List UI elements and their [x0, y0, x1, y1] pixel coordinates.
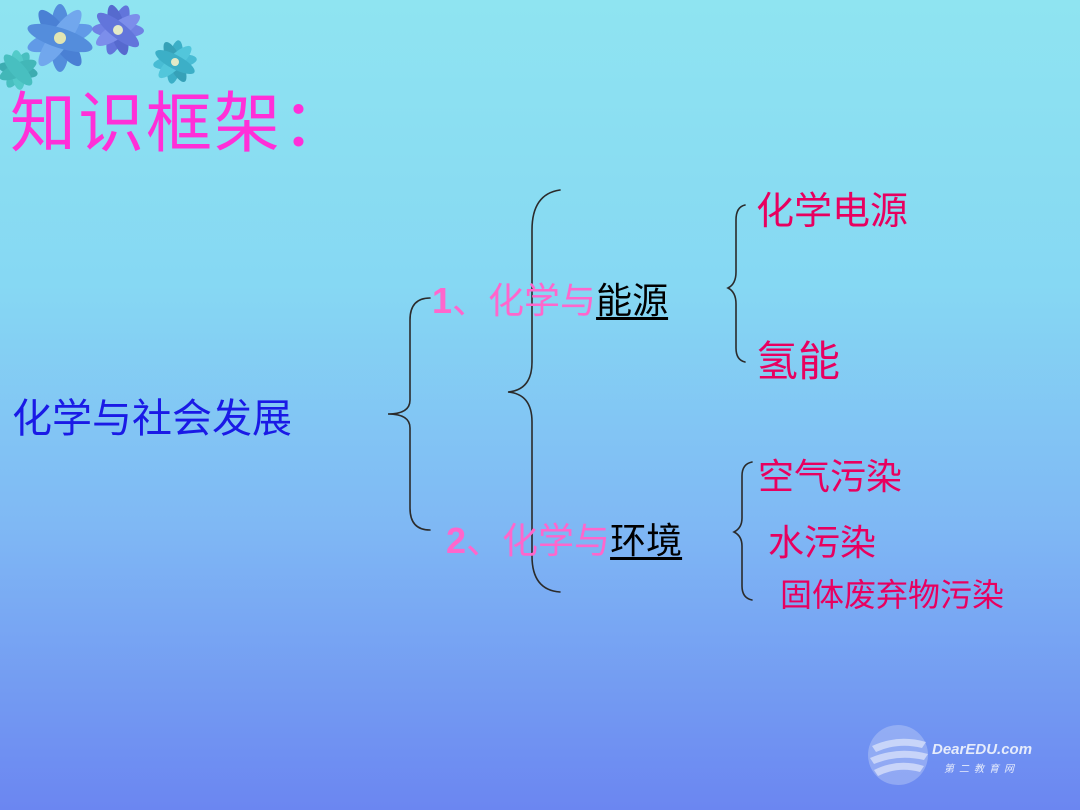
root-brace [387, 297, 431, 531]
branch-separator: 、 [452, 281, 489, 322]
leaf-hydrogen-energy: 氢能 [756, 337, 841, 386]
leaf-air-pollution: 空气污染 [758, 457, 903, 498]
watermark-logo-icon [868, 725, 928, 785]
branch-number: 2 [446, 520, 467, 561]
energy-brace [726, 204, 746, 363]
branch-prefix: 化学与 [502, 521, 611, 562]
branch-keyword: 能源 [596, 281, 669, 322]
watermark-brand: DearEDU.com [932, 741, 1033, 758]
branch-prefix: 化学与 [488, 281, 597, 322]
page-title: 知识框架： [10, 85, 350, 162]
leaf-water-pollution: 水污染 [768, 523, 877, 564]
branch-energy: 1、化学与能源 [432, 272, 668, 324]
branch-separator: 、 [466, 521, 503, 562]
watermark-subtitle: 第二教育网 [944, 764, 1019, 775]
flower-decoration [0, 4, 197, 90]
leaf-chemical-power: 化学电源 [756, 189, 909, 233]
root-node: 化学与社会发展 [12, 396, 292, 442]
branch-environment: 2、化学与环境 [446, 512, 682, 564]
leaf-solid-waste-pollution: 固体废弃物污染 [780, 576, 1005, 614]
branch-number: 1 [432, 280, 453, 321]
branch-keyword: 环境 [610, 521, 683, 562]
environment-brace [732, 461, 753, 601]
